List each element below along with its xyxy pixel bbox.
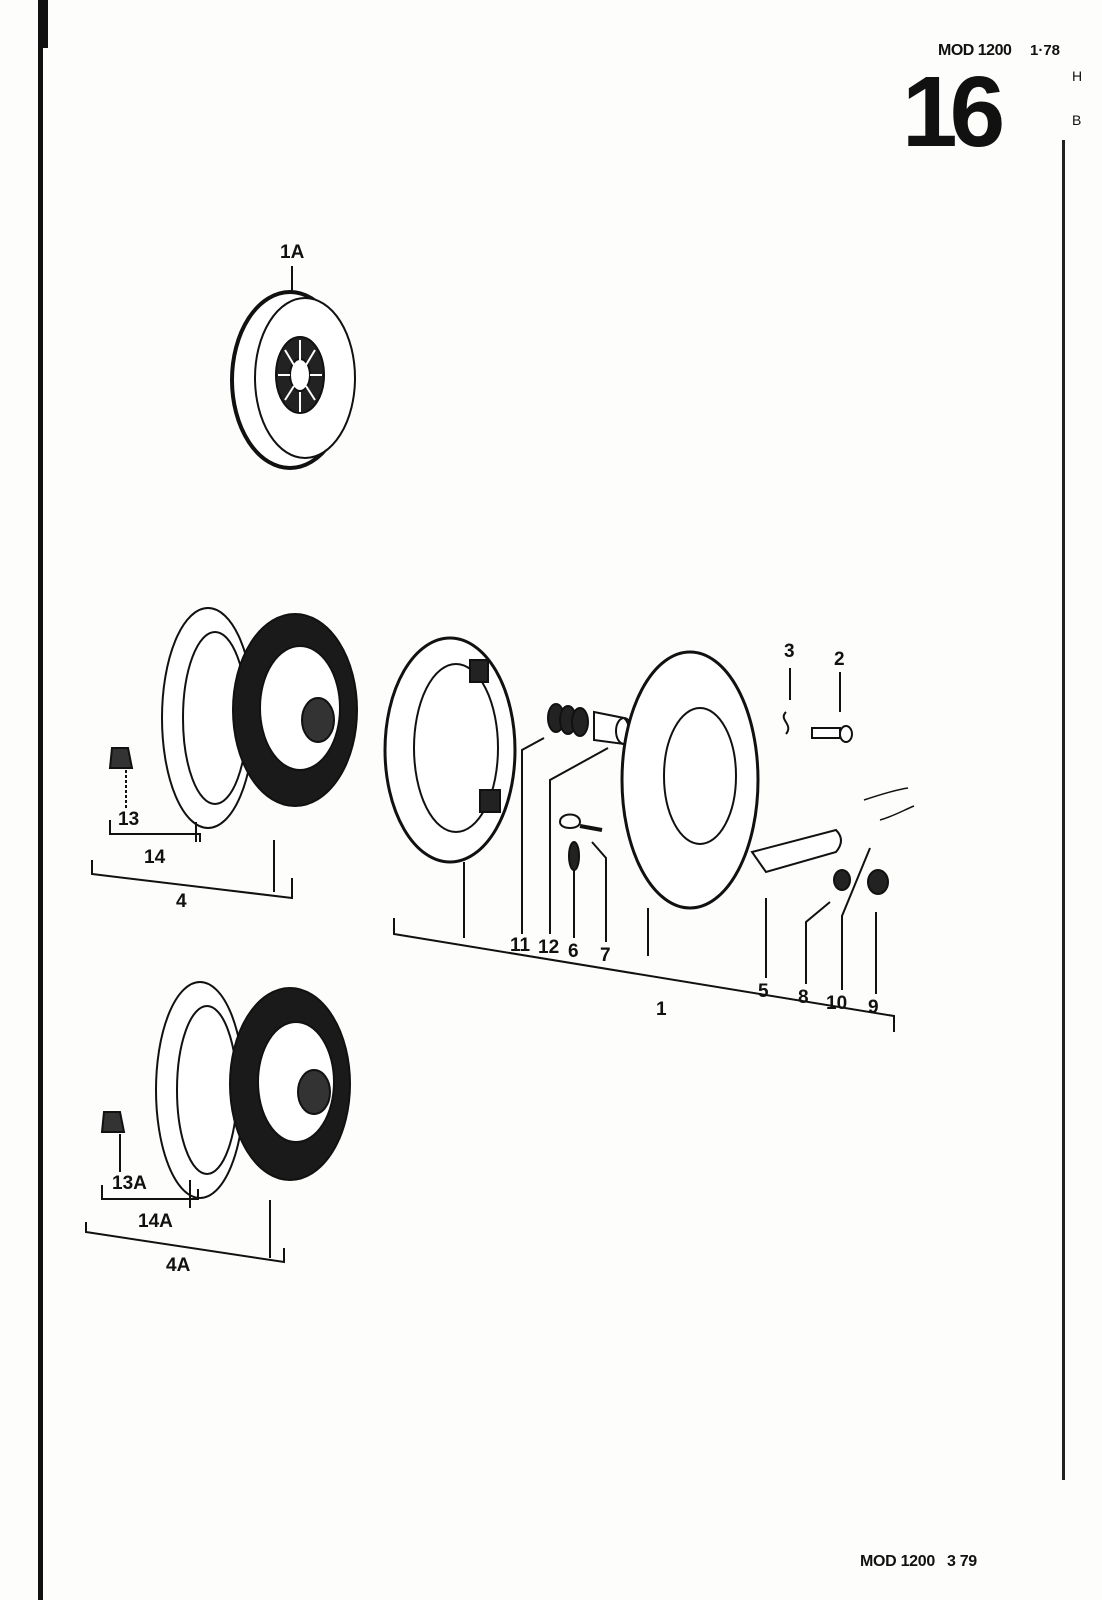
page-group-number: 16 bbox=[902, 56, 1005, 168]
driven-plate-alt-drawing bbox=[85, 981, 351, 1264]
callout-8: 8 bbox=[798, 987, 809, 1008]
callout-4: 4 bbox=[176, 891, 187, 912]
edge-letter: B bbox=[1072, 112, 1082, 128]
callout-13a: 13A bbox=[112, 1173, 147, 1194]
callout-11: 11 bbox=[510, 935, 531, 956]
bolt-and-clip-drawing bbox=[782, 668, 853, 743]
footer-model: MOD 1200 bbox=[860, 1553, 935, 1570]
header-model: MOD 1200 bbox=[938, 42, 1012, 59]
binding-edge bbox=[38, 0, 43, 1600]
edge-letter: H bbox=[1072, 68, 1083, 84]
page-rule bbox=[1062, 140, 1065, 1480]
callout-1: 1 bbox=[656, 999, 667, 1020]
callout-7: 7 bbox=[600, 945, 611, 966]
backing-plate-drawing bbox=[620, 650, 760, 956]
group-bracket-1 bbox=[393, 918, 895, 1032]
callout-14a: 14A bbox=[138, 1211, 173, 1232]
callout-10: 10 bbox=[826, 993, 848, 1014]
callout-6: 6 bbox=[568, 941, 579, 962]
callout-13: 13 bbox=[118, 809, 140, 830]
callout-5: 5 bbox=[758, 981, 769, 1002]
page-footer: MOD 1200 3 79 bbox=[860, 1553, 989, 1571]
driven-plate-drawing bbox=[91, 607, 358, 900]
callout-2: 2 bbox=[834, 649, 845, 670]
spring-and-cup-drawing bbox=[521, 703, 633, 942]
clutch-cover-drawing bbox=[230, 266, 356, 470]
callout-12: 12 bbox=[538, 937, 560, 958]
header-revision-date: 1·78 bbox=[1030, 42, 1061, 59]
callout-14: 14 bbox=[144, 847, 166, 868]
callout-9: 9 bbox=[868, 997, 879, 1018]
lever-and-hardware-drawing bbox=[750, 787, 915, 994]
pressure-plate-drawing bbox=[383, 636, 517, 938]
binding-edge-top bbox=[40, 0, 48, 48]
callout-1a: 1A bbox=[280, 242, 305, 263]
callout-3: 3 bbox=[784, 641, 795, 662]
footer-date: 3 79 bbox=[946, 1553, 977, 1570]
callout-4a: 4A bbox=[166, 1255, 191, 1276]
